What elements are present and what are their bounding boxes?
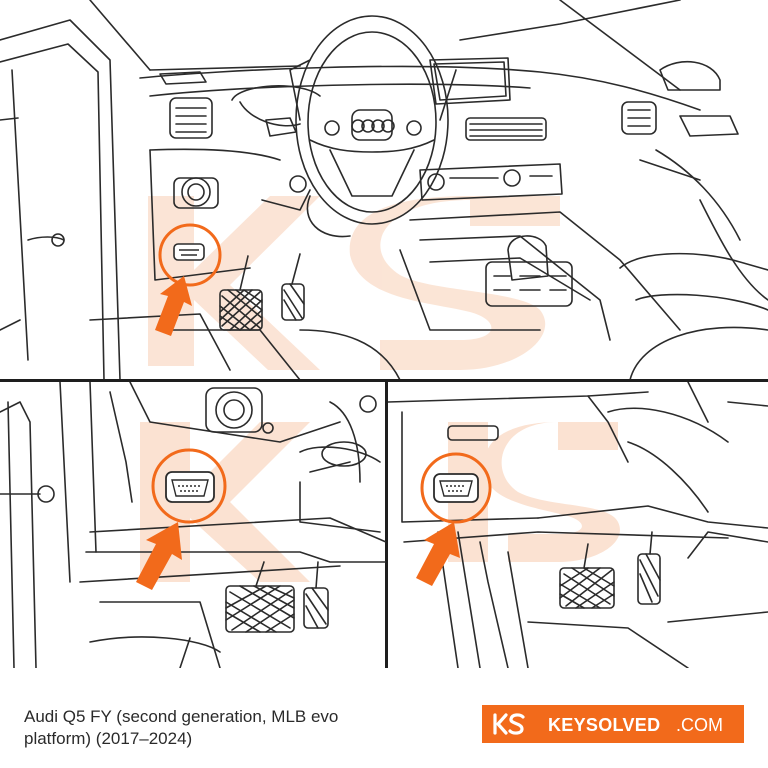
arrow-overview [155, 276, 192, 336]
arrow-right-closeup [416, 522, 460, 586]
illustration [0, 0, 768, 668]
vehicle-caption: Audi Q5 FY (second generation, MLB evo p… [24, 706, 424, 750]
horizontal-divider [0, 379, 768, 382]
brand-tld: .COM [676, 715, 723, 735]
caption-line-1: Audi Q5 FY (second generation, MLB evo [24, 707, 339, 726]
watermark [148, 196, 560, 370]
audi-rings [351, 119, 395, 133]
left-closeup-panel [0, 382, 386, 668]
caption-line-2: platform) (2017–2024) [24, 729, 193, 748]
overview-drawing [0, 0, 768, 380]
obd-port-overview [158, 223, 222, 287]
obd-port-left-closeup [151, 448, 227, 524]
obd-port-right-closeup [420, 452, 492, 524]
arrow-left-closeup [136, 522, 182, 590]
right-closeup-panel [388, 382, 768, 668]
overview-panel [0, 0, 768, 380]
keysolved-logo-icon [493, 713, 525, 735]
left-closeup-drawing [0, 382, 386, 668]
right-closeup-drawing [388, 382, 768, 668]
brand-name: KEYSOLVED [548, 715, 661, 735]
vertical-divider [385, 380, 388, 668]
keysolved-brand-badge: KEYSOLVED .COM [482, 705, 744, 743]
